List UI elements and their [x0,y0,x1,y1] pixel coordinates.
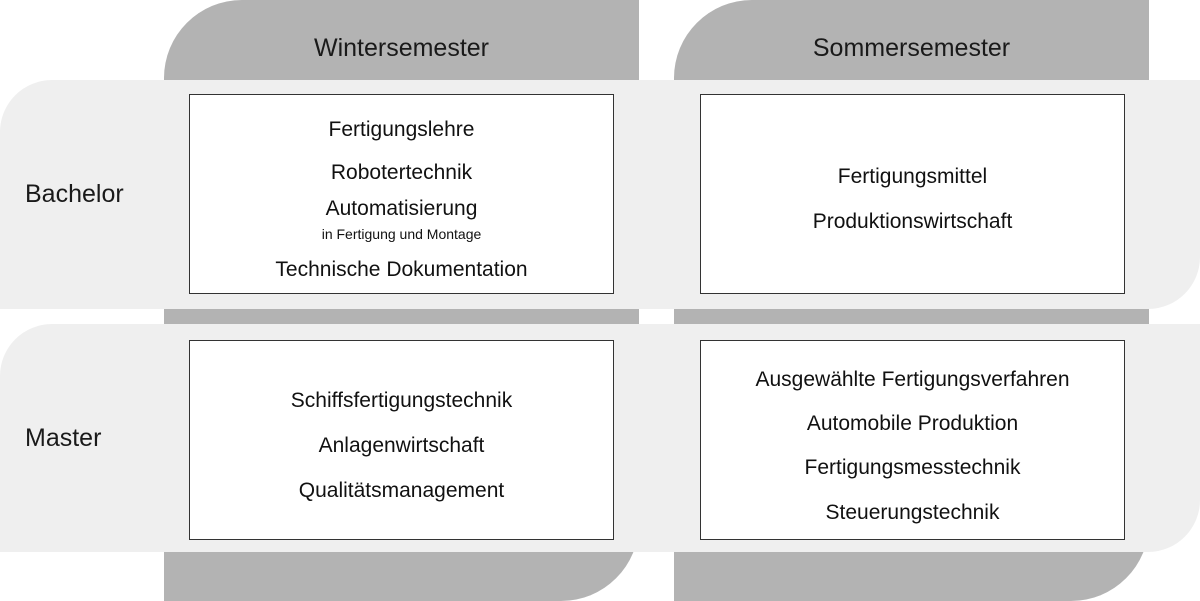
course-item: Steuerungstechnik [825,501,1000,524]
bachelor-row-label: Bachelor [25,180,124,208]
course-item: Schiffsfertigungstechnik [290,389,513,412]
course-item: Qualitätsmanagement [298,479,505,502]
bachelor-wintersemester-cell: Fertigungslehre Robotertechnik Automatis… [189,94,614,294]
master-wintersemester-cell: Schiffsfertigungstechnik Anlagenwirtscha… [189,340,614,540]
course-item: Automatisierung [325,197,478,220]
course-item: Technische Dokumentation [275,258,528,281]
course-item: Ausgewählte Fertigungsverfahren [755,368,1070,391]
course-item: Robotertechnik [330,161,473,184]
sommersemester-header: Sommersemester [812,34,1011,62]
course-item: Anlagenwirtschaft [318,434,485,457]
master-sommersemester-cell: Ausgewählte Fertigungsverfahren Automobi… [700,340,1125,540]
master-row-label: Master [25,424,102,452]
course-item: Fertigungsmittel [837,165,988,188]
bachelor-sommersemester-cell: Fertigungsmittel Produktionswirtschaft [700,94,1125,294]
course-item: Produktionswirtschaft [812,210,1013,233]
course-item: Automobile Produktion [806,412,1019,435]
wintersemester-header: Wintersemester [313,34,490,62]
course-item-subtitle: in Fertigung und Montage [321,226,482,242]
course-item: Fertigungsmesstechnik [804,456,1021,479]
course-item: Fertigungslehre [328,118,475,141]
